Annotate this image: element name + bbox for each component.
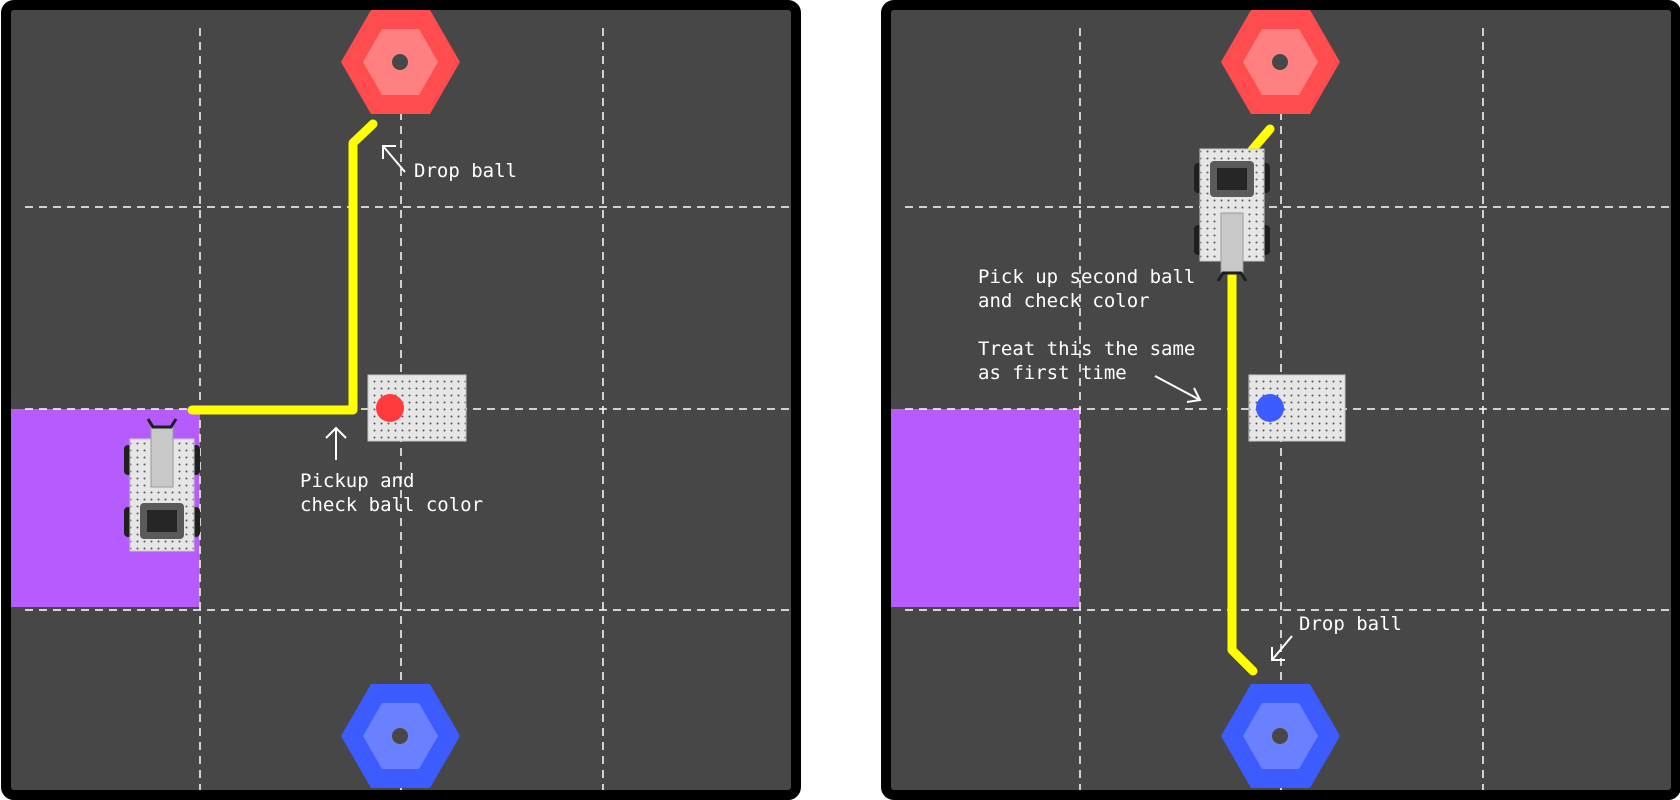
left-pickup-label-line2: check ball color <box>300 494 483 516</box>
right-panel: Pick up second ball and check color Trea… <box>881 0 1680 800</box>
right-pickup-second-label-line2: and check color <box>978 290 1150 312</box>
right-blue-goal <box>1221 684 1340 788</box>
left-pickup-label-line1: Pickup and <box>300 470 414 492</box>
right-start-zone <box>891 409 1080 607</box>
left-drop-arrow <box>382 145 406 173</box>
left-red-goal <box>341 10 460 114</box>
left-red-ball <box>376 394 404 422</box>
right-robot <box>1192 147 1272 283</box>
left-panel: Drop ball Pickup and check ball color <box>1 0 801 800</box>
right-treat-arrow <box>1154 375 1202 403</box>
right-drop-arrow <box>1271 635 1293 661</box>
left-drop-label: Drop ball <box>414 160 517 182</box>
left-pickup-arrow <box>325 426 347 460</box>
left-robot <box>122 417 202 553</box>
right-red-goal <box>1221 10 1340 114</box>
right-pickup-second-label-line1: Pick up second ball <box>978 266 1195 288</box>
left-robot-path <box>187 119 378 415</box>
right-treat-label-line2: as first time <box>978 362 1127 384</box>
right-treat-label-line1: Treat this the same <box>978 338 1195 360</box>
right-blue-ball <box>1256 394 1284 422</box>
right-robot-path-top <box>1247 124 1275 155</box>
right-drop-label: Drop ball <box>1299 613 1402 635</box>
right-robot-path <box>1227 265 1258 676</box>
left-blue-goal <box>341 684 460 788</box>
